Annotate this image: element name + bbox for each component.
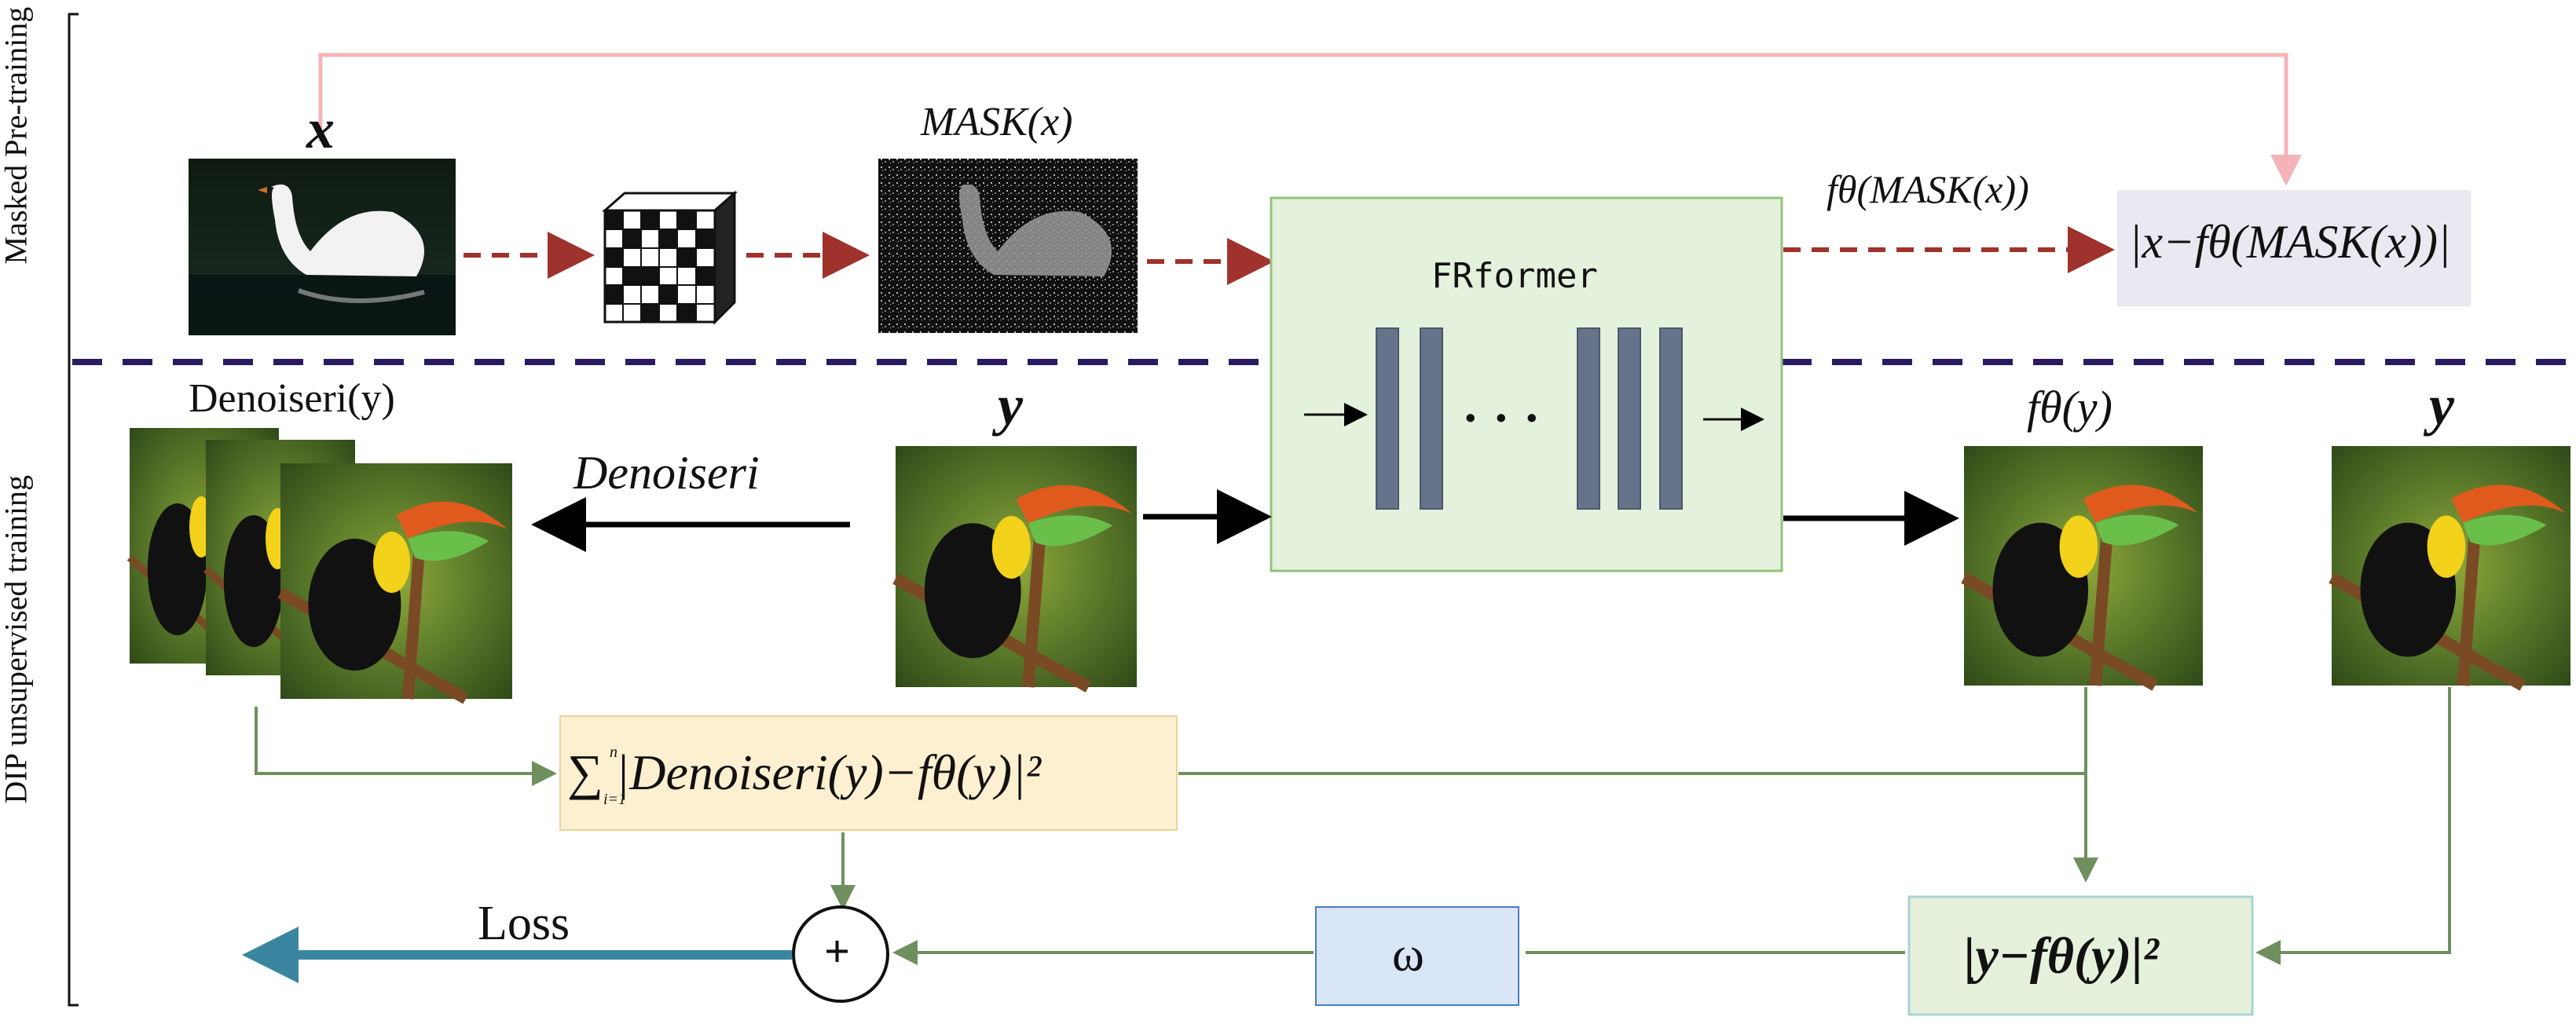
- denoised-toucan-3: [277, 463, 512, 704]
- weight-symbol: ω: [1392, 928, 1424, 982]
- weight-box: [1315, 906, 1519, 1006]
- denoisers-output-label: Denoiseri(y): [189, 376, 395, 421]
- mask-cube-icon: [602, 190, 738, 325]
- masked-swan-image: [878, 159, 1138, 333]
- reconstruction-loss-box-bottom: [1907, 895, 2254, 1016]
- frformer-blocks: [1376, 327, 1683, 510]
- f-mask-x-label: fθ(MASK(x)): [1827, 167, 2029, 211]
- section-label-top: Masked Pre-training: [0, 6, 34, 265]
- denoiser-arrow-label: Denoiseri: [573, 447, 760, 499]
- main-flow-arrows: [531, 489, 1959, 552]
- mask-x-label: MASK(x): [921, 100, 1073, 144]
- frformer-box: [1270, 196, 1783, 572]
- section-brackets: [68, 13, 79, 1007]
- noisy-toucan-input: [892, 446, 1137, 693]
- loss-box-top-text: |x−fθ(MASK(x))|: [2129, 216, 2451, 268]
- frformer-title: FRformer: [1431, 256, 1598, 296]
- recon-loss-bottom-text: |y−fθ(y)|²: [1964, 927, 2159, 985]
- loss-label: Loss: [478, 897, 570, 950]
- frformer-inner-arrows: [1304, 403, 1764, 431]
- frformer-ellipsis: · · ·: [1463, 393, 1540, 444]
- sum-loss-text: ∑ |Denoiseri(y)−fθ(y)|²: [567, 744, 1041, 800]
- toucan-images: [126, 428, 2571, 704]
- target-y-label: y: [2429, 374, 2454, 437]
- input-y-label: y: [998, 374, 1023, 437]
- mask-flow-arrows: [464, 226, 2115, 285]
- target-toucan: [2329, 446, 2571, 691]
- input-x-label: x: [306, 97, 335, 160]
- output-f-y-label: fθ(y): [2027, 382, 2112, 433]
- denoiser-consistency-box: [559, 715, 1178, 831]
- green-loss-lines: [255, 687, 2451, 965]
- plus-symbol: +: [824, 926, 851, 977]
- swan-image: [189, 159, 456, 335]
- sum-node: [792, 905, 889, 1003]
- sum-limit-top: n: [610, 744, 617, 761]
- reconstruction-loss-box-top: [2117, 190, 2471, 306]
- pink-target-line: [318, 53, 2302, 186]
- sum-limit-bottom: i=1: [603, 791, 627, 808]
- section-label-bottom: DIP unsupervised training: [0, 475, 34, 804]
- output-toucan: [1961, 446, 2203, 691]
